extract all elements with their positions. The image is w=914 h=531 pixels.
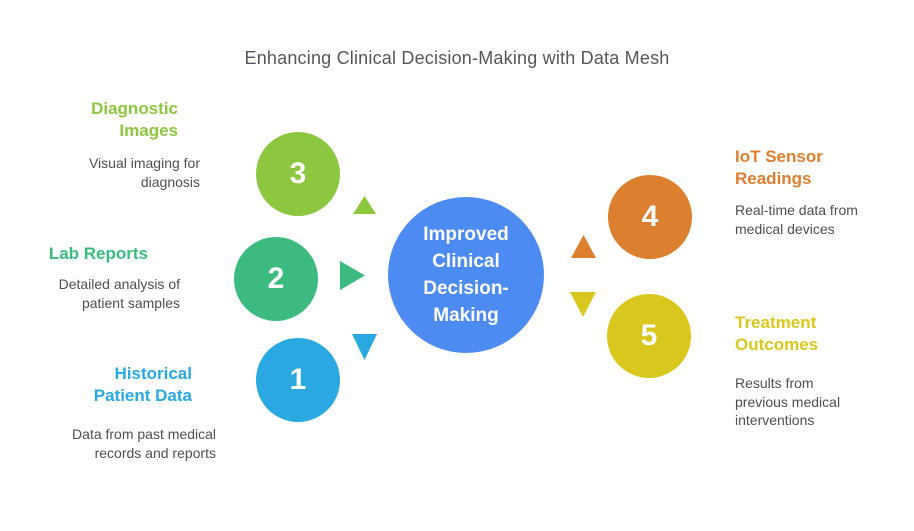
arrow-right-icon [340,261,365,290]
item-description-diagnostic-images: Visual imaging for diagnosis [88,155,200,190]
diagram-title: Enhancing Clinical Decision-Making with … [244,48,670,68]
step-circle-2: 2 [234,237,318,321]
step-number-1: 1 [289,363,307,396]
arrow-up-icon [353,196,376,214]
step-number-4: 4 [641,200,659,233]
item-description-lab-reports: Detailed analysis of patient samples [58,276,180,311]
step-circle-5: 5 [607,294,691,378]
center-label-line: Decision- [423,278,509,299]
center-label-line: Improved [423,224,509,245]
item-description-iot-sensor-readings: Real-time data from medical devices [735,202,858,237]
center-label-line: Clinical [432,251,500,272]
item-description-historical-patient-data: Data from past medical records and repor… [72,426,216,461]
step-circle-1: 1 [256,338,340,422]
arrow-up-icon [571,235,596,258]
item-label-diagnostic-images: Diagnostic Images [91,99,178,141]
item-description-treatment-outcomes: Results from previous medical interventi… [735,375,841,429]
arrow-down-icon [570,292,596,317]
step-circle-4: 4 [608,175,692,259]
center-circle: Improved Clinical Decision- Making [388,197,544,353]
center-label: Improved Clinical Decision- Making [423,221,509,329]
item-label-iot-sensor-readings: IoT Sensor Readings [735,147,823,189]
step-number-5: 5 [640,319,658,352]
step-circle-3: 3 [256,132,340,216]
item-label-treatment-outcomes: Treatment Outcomes [735,313,819,355]
step-number-3: 3 [289,157,307,190]
step-number-2: 2 [267,262,285,295]
center-label-line: Making [433,305,499,326]
item-label-historical-patient-data: Historical Patient Data [93,364,192,406]
item-label-lab-reports: Lab Reports [48,244,148,263]
arrow-down-icon [352,334,377,360]
